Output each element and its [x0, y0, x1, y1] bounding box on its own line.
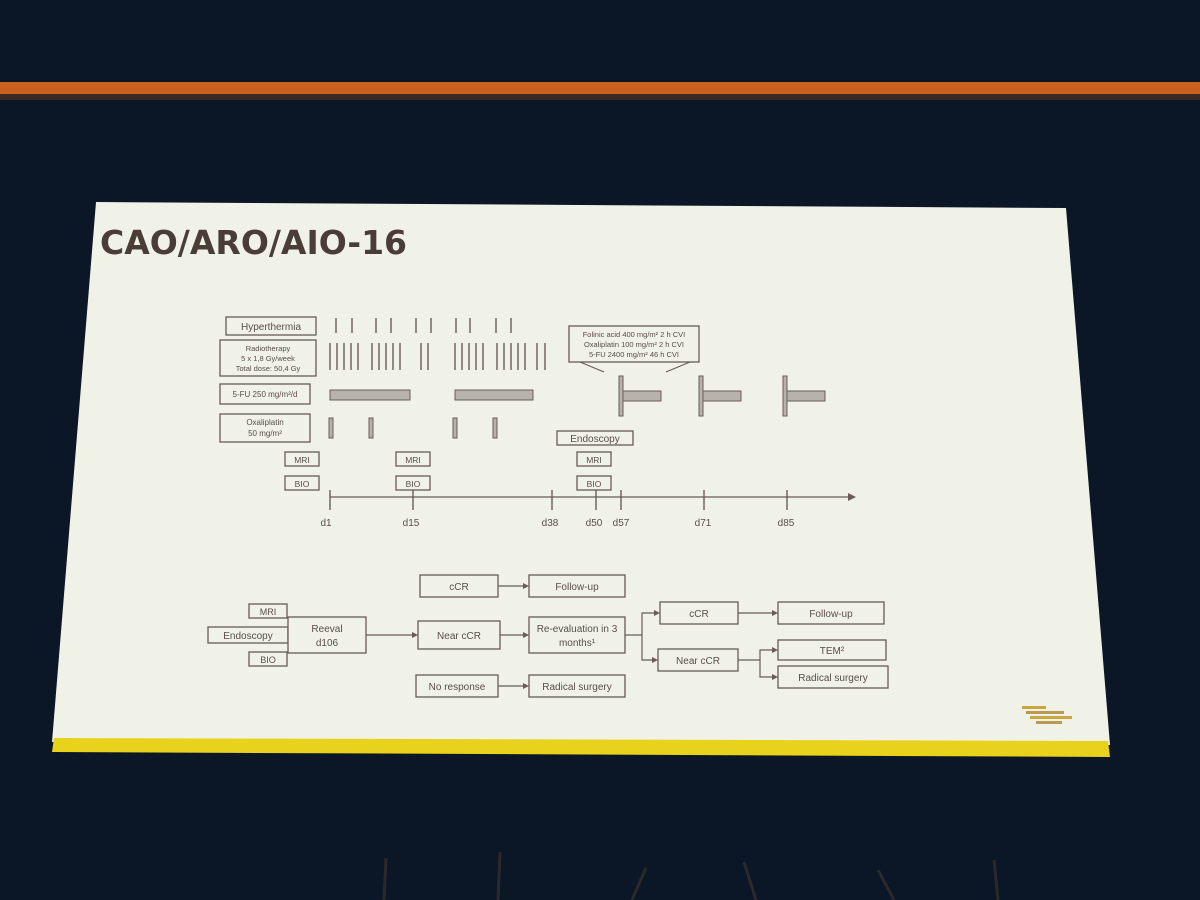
stage-light-strip — [0, 82, 1200, 94]
row-box-5fu — [219, 383, 311, 405]
mri-box-d50 — [576, 451, 612, 467]
outcome-near-ccr: Near cCR — [437, 631, 481, 642]
chemo-note-oxaliplatin: Oxaliplatin 100 mg/m² 2 h CVI — [584, 340, 684, 349]
conference-logo — [1022, 706, 1072, 724]
day-label-d50: d50 — [586, 518, 603, 529]
mri-label-d15: MRI — [405, 455, 421, 465]
flow-input-bio-box — [248, 651, 288, 667]
microphones-foreground — [382, 851, 1000, 900]
flow-input-mri: MRI — [260, 607, 277, 617]
slide-title: CAO/ARO/AIO-16 — [100, 223, 407, 262]
flow-input-endoscopy: Endoscopy — [223, 631, 272, 642]
stage-light-shadow — [0, 94, 1200, 100]
oxaliplatin-dose-4 — [492, 417, 498, 439]
arrowhead-2 — [523, 583, 529, 589]
follow-up-label-1: Follow-up — [555, 582, 599, 593]
5fu-infusion-bar-2 — [454, 389, 534, 401]
chemo-cycle-2-bolus — [698, 375, 704, 417]
row-box-radiotherapy — [219, 339, 317, 377]
second-ccr: cCR — [689, 609, 708, 620]
radical-surgery-label-1: Radical surgery — [542, 682, 611, 693]
arrowhead-1 — [412, 632, 418, 638]
chemo-cycle-1 — [618, 375, 662, 417]
arrowhead-9 — [772, 674, 778, 680]
chemo-cycle-3-infusion — [786, 390, 826, 402]
row-label-oxaliplatin-dose: 50 mg/m² — [248, 429, 282, 438]
reeval-day-label: d106 — [316, 638, 339, 649]
flow-input-mri-box — [248, 603, 288, 619]
mri-box-d1 — [284, 451, 320, 467]
day-label-d38: d38 — [542, 518, 559, 529]
outcome-ccr: cCR — [449, 582, 468, 593]
bio-box-d1 — [284, 475, 320, 491]
mri-box-d15 — [395, 451, 431, 467]
arrowhead-3 — [523, 632, 529, 638]
row-label-oxaliplatin: Oxaliplatin — [246, 418, 283, 427]
arrowhead-8 — [772, 647, 778, 653]
chemo-cycle-1-infusion — [622, 390, 662, 402]
bio-label-d1: BIO — [295, 479, 310, 489]
chemo-cycle-1-bolus — [618, 375, 624, 417]
5fu-infusion-bar-1 — [329, 389, 411, 401]
bio-label-d50: BIO — [587, 479, 602, 489]
row-label-radiotherapy: Radiotherapy — [246, 344, 291, 353]
radiotherapy-fractions — [329, 343, 546, 370]
radical-surgery-label-2: Radical surgery — [798, 673, 867, 684]
chemo-note-pointer-right — [665, 361, 691, 373]
mri-label-d50: MRI — [586, 455, 602, 465]
reevaluation-flowchart: MRI Endoscopy BIO Reeval d106 cCR Follow… — [207, 574, 889, 698]
chemo-note-pointer-left — [579, 361, 605, 373]
timeline-arrow-head — [848, 493, 856, 501]
day-label-d85: d85 — [778, 518, 795, 529]
row-box-oxaliplatin — [219, 413, 311, 443]
consolidation-chemo-box — [568, 325, 700, 363]
chemo-cycle-2 — [698, 375, 742, 417]
arrow-reevaluation-to-near-ccr — [641, 635, 652, 661]
endoscopy-box-d50 — [556, 430, 634, 446]
day-label-d57: d57 — [613, 518, 630, 529]
outcome-no-response: No response — [429, 682, 486, 693]
row-label-hyperthermia: Hyperthermia — [241, 322, 301, 333]
oxaliplatin-dose-3 — [452, 417, 458, 439]
arrow-reevaluation-to-ccr — [625, 612, 654, 636]
arrow-near-ccr-to-surgery — [759, 660, 772, 678]
chemo-cycle-3 — [782, 375, 826, 417]
arrowhead-5 — [654, 610, 660, 616]
flow-input-bio: BIO — [260, 655, 276, 665]
oxaliplatin-dose-1 — [328, 417, 334, 439]
row-label-5fu: 5-FU 250 mg/m²/d — [233, 390, 298, 399]
row-label-radiotherapy-dose: 5 x 1,8 Gy/week — [241, 354, 295, 363]
reeval-label: Reeval — [311, 624, 342, 635]
reevaluation-label-line2: months¹ — [559, 638, 596, 649]
day-label-d71: d71 — [695, 518, 712, 529]
chemo-cycle-3-bolus — [782, 375, 788, 417]
tem-label: TEM² — [820, 646, 845, 657]
reeval-d106-box — [287, 616, 367, 654]
day-label-d15: d15 — [403, 518, 420, 529]
bio-box-d50 — [576, 475, 612, 491]
day-label-d1: d1 — [320, 518, 332, 529]
chemo-note-5fu: 5-FU 2400 mg/m² 46 h CVI — [589, 350, 679, 359]
reevaluation-label-line1: Re-evaluation in 3 — [537, 624, 618, 635]
bio-label-d15: BIO — [406, 479, 421, 489]
slide-surface — [52, 202, 1110, 745]
arrowhead-6 — [652, 657, 658, 663]
schedule-section: Hyperthermia Radiotherapy 5 x 1,8 Gy/wee… — [219, 316, 856, 529]
second-near-ccr: Near cCR — [676, 656, 720, 667]
arrowhead-4 — [523, 683, 529, 689]
row-box-hyperthermia — [225, 316, 317, 336]
hyperthermia-sessions — [335, 318, 512, 333]
row-label-radiotherapy-total: Total dose: 50,4 Gy — [236, 364, 301, 373]
follow-up-label-2: Follow-up — [809, 609, 853, 620]
chemo-note-folinic: Folinic acid 400 mg/m² 2 h CVI — [583, 330, 686, 339]
arrow-near-ccr-to-tem — [738, 649, 772, 661]
endoscopy-label-d50: Endoscopy — [570, 434, 619, 445]
oxaliplatin-dose-2 — [368, 417, 374, 439]
mri-label-d1: MRI — [294, 455, 310, 465]
slide-accent-bar — [52, 738, 1110, 757]
chemo-cycle-2-infusion — [702, 390, 742, 402]
arrowhead-7 — [772, 610, 778, 616]
